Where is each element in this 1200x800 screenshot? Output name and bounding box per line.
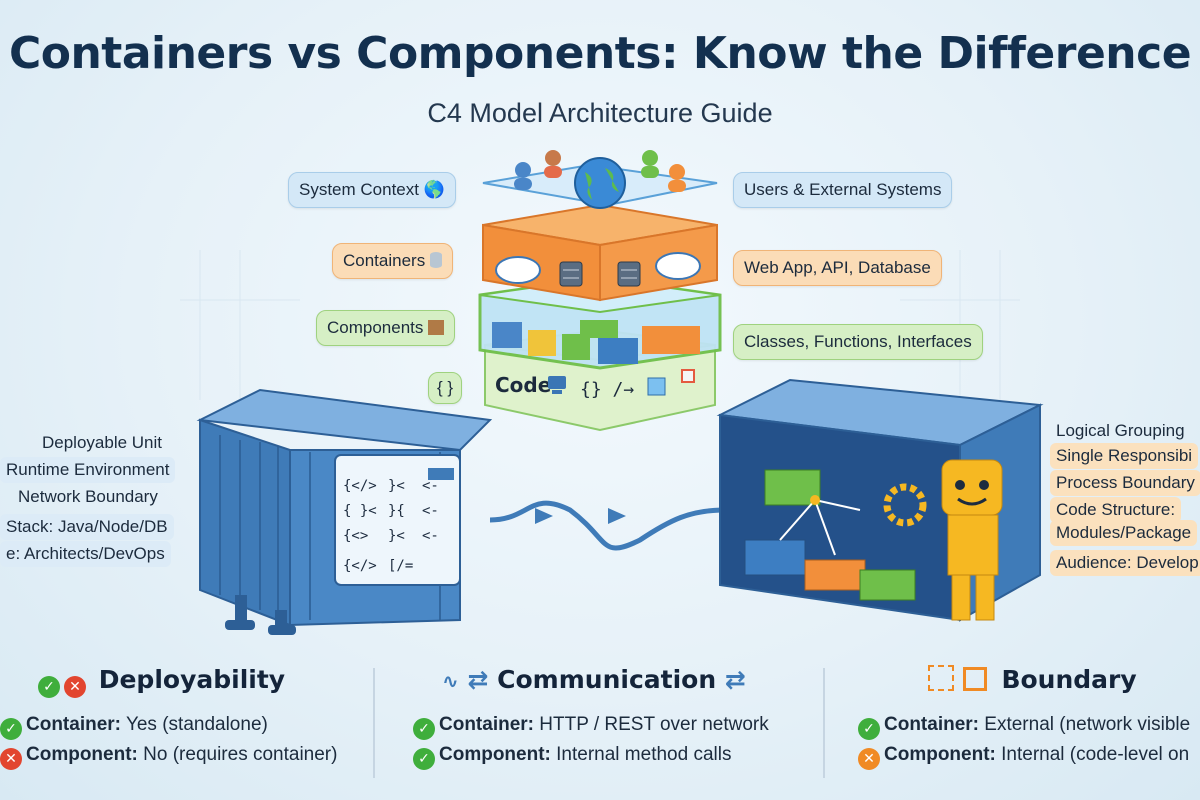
screen-code-line-5: }{ <box>388 503 405 519</box>
deployability-component-line: ✕Component: No (requires container) <box>0 740 337 770</box>
globe-icon: 🌎 <box>423 180 445 199</box>
swap-icon: ⇄ <box>467 665 489 694</box>
container-attribute-audience: e: Architects/DevOps <box>0 541 171 567</box>
component-attribute-audience: Audience: Develop <box>1050 550 1200 576</box>
container-attribute-deployable: Deployable Unit <box>42 433 163 452</box>
dashed-square-icon <box>928 665 954 691</box>
warning-x-icon: ✕ <box>858 748 880 770</box>
screen-code-line-3: <- <box>422 478 439 494</box>
component-container-illustration <box>716 378 1044 622</box>
component-attribute-logical: Logical Grouping <box>1056 421 1185 440</box>
computer-icon <box>548 376 566 394</box>
cross-icon: ✕ <box>0 748 22 770</box>
screen-code-line-10: {</> <box>343 558 377 574</box>
database-icon <box>429 252 442 268</box>
container-attribute-stack: Stack: Java/Node/DB <box>0 514 174 540</box>
user-icon-3 <box>641 150 659 178</box>
section-divider-1 <box>373 668 375 778</box>
layer-containers-label: Containers <box>332 243 453 279</box>
check-icon: ✓ <box>413 748 435 770</box>
screen-code-line-8: }< <box>388 528 405 544</box>
check-icon: ✓ <box>858 718 880 740</box>
screen-code-line-1: {</> <box>343 478 377 494</box>
shipping-container-illustration: {</> }< <- { }< }{ <- {<> }< <- {</> [/= <box>196 388 493 635</box>
box-icon <box>428 320 445 335</box>
small-box-icon <box>681 369 695 383</box>
boundary-container-line: ✓Container: External (network visible <box>858 710 1190 740</box>
layer-system-context-description: Users & External Systems <box>733 172 953 208</box>
network-cable <box>490 500 726 551</box>
cloud-icon-right <box>655 252 701 280</box>
section-divider-2 <box>823 668 825 778</box>
container-legs <box>225 595 296 635</box>
check-icon: ✓ <box>413 718 435 740</box>
communication-component-line: ✓Component: Internal method calls <box>413 740 731 770</box>
component-attribute-modules: Modules/Package <box>1050 520 1198 546</box>
gear-icon <box>883 483 927 527</box>
component-attribute-single: Single Responsibi <box>1050 443 1199 469</box>
user-icon-4 <box>668 164 686 192</box>
user-icon-1 <box>514 162 532 190</box>
check-icon: ✓ <box>38 676 60 698</box>
deployability-heading: ✓✕ Deployability <box>38 660 285 700</box>
screen-code-line-9: <- <box>422 528 439 544</box>
code-layer-label: Code <box>495 373 551 397</box>
deployability-container-line: ✓Container: Yes (standalone) <box>0 710 268 740</box>
boundary-component-line: ✕Component: Internal (code-level on <box>858 740 1189 770</box>
signal-icon: ∿ <box>442 669 459 693</box>
layer-system-context-label: System Context 🌎 <box>288 172 456 208</box>
code-symbols: {} /→ <box>580 379 634 400</box>
arrow-right-icon-2 <box>608 508 626 524</box>
swap-icon-right: ⇄ <box>724 665 746 694</box>
container-attribute-runtime: Runtime Environment <box>0 457 176 483</box>
component-attribute-process: Process Boundary <box>1050 470 1200 496</box>
layer-components-label: Components <box>316 310 456 346</box>
user-icon-2 <box>544 150 562 178</box>
solid-square-icon <box>962 667 987 691</box>
server-icon-right <box>617 261 641 287</box>
screen-code-line-6: <- <box>422 503 439 519</box>
layer-components-description: Classes, Functions, Interfaces <box>733 324 983 360</box>
cross-icon: ✕ <box>64 676 86 698</box>
container-attribute-network: Network Boundary <box>18 487 158 506</box>
screen-code-line-4: { }< <box>343 503 377 519</box>
page-subtitle: C4 Model Architecture Guide <box>427 98 773 128</box>
arrow-right-icon-1 <box>535 508 553 524</box>
screen-code-line-7: {<> <box>343 528 368 544</box>
layer-containers-description: Web App, API, Database <box>733 250 942 286</box>
check-icon: ✓ <box>0 718 22 740</box>
cloud-icon-left <box>495 256 541 284</box>
code-badge: { } <box>428 372 463 404</box>
communication-container-line: ✓Container: HTTP / REST over network <box>413 710 769 740</box>
server-icon-left <box>559 261 583 287</box>
screen-code-line-2: }< <box>388 478 405 494</box>
component-attribute-code-structure: Code Structure: <box>1050 497 1182 523</box>
page-title: Containers vs Components: Know the Diffe… <box>8 28 1192 79</box>
globe-icon-large <box>574 157 626 209</box>
screen-code-line-11: [/= <box>388 558 413 574</box>
communication-heading: ∿ ⇄ Communication ⇄ <box>442 665 746 694</box>
lego-figure <box>941 459 1003 621</box>
cube-icon <box>647 377 666 396</box>
boundary-heading: Boundary <box>928 660 1137 700</box>
